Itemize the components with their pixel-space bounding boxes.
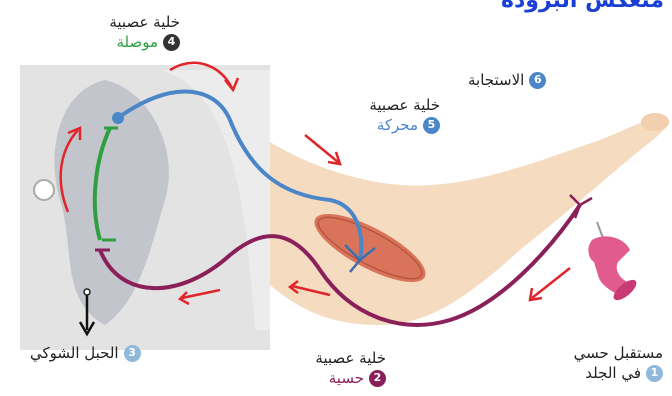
red-arrow-icon [305, 135, 338, 162]
badge-6: 6 [529, 72, 546, 89]
motor-neuron-body [112, 112, 124, 124]
receptor-row: 1 في الجلد [545, 363, 663, 383]
interneuron-name: خلية عصبية [38, 12, 188, 32]
label-sensory-neuron: خلية عصبية 2 حسية [286, 348, 386, 388]
push-pin-icon [588, 222, 639, 304]
spinal-pointer-dot [84, 289, 90, 295]
sensory-neuron-type-row: 2 حسية [286, 368, 386, 388]
sensory-neuron-type: حسية [329, 368, 364, 388]
spinal-cord-row: 3 الحبل الشوكي [30, 343, 141, 363]
red-arrow-icon [532, 268, 570, 298]
label-receptor: مستقبل حسي 1 في الجلد [545, 343, 663, 383]
central-canal [34, 180, 54, 200]
sensory-neuron-name: خلية عصبية [286, 348, 386, 368]
badge-3: 3 [124, 345, 141, 362]
receptor-line2: في الجلد [585, 363, 641, 383]
label-interneuron: خلية عصبية 4 موصلة [38, 12, 188, 52]
badge-5: 5 [423, 117, 440, 134]
label-motor-neuron: خلية عصبية 5 محركة [340, 95, 440, 135]
motor-neuron-type-row: 5 محركة [340, 115, 440, 135]
interneuron-type-row: 4 موصلة [38, 32, 188, 52]
badge-1: 1 [646, 365, 663, 382]
motor-neuron-type: محركة [377, 115, 418, 135]
page-title-fragment: منعكس البرودة [501, 0, 664, 13]
motor-neuron-name: خلية عصبية [340, 95, 440, 115]
fingertip [641, 113, 669, 131]
interneuron-type: موصلة [116, 32, 158, 52]
label-response: 6 الاستجابة [468, 70, 546, 90]
badge-2: 2 [369, 370, 386, 387]
badge-4: 4 [163, 34, 180, 51]
response-text: الاستجابة [468, 70, 524, 90]
spinal-cord-text: الحبل الشوكي [30, 343, 119, 363]
receptor-line1: مستقبل حسي [545, 343, 663, 363]
response-row: 6 الاستجابة [468, 70, 546, 90]
label-spinal-cord: 3 الحبل الشوكي [30, 343, 141, 363]
